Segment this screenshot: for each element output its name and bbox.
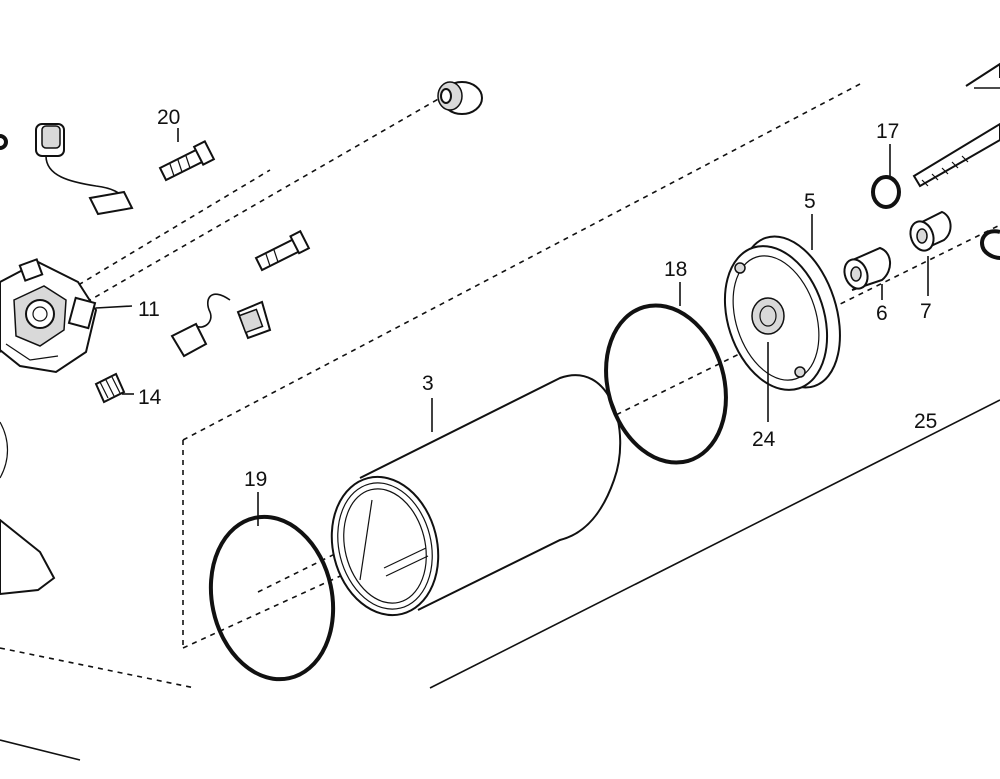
callout-14: 14 bbox=[138, 386, 162, 409]
o-ring-part-19 bbox=[208, 492, 336, 682]
brush-holder-part-11 bbox=[0, 258, 133, 374]
bearing-part bbox=[437, 81, 483, 115]
brush-with-wire-middle bbox=[170, 293, 272, 358]
callout-5: 5 bbox=[804, 190, 816, 213]
callout-11: 11 bbox=[138, 298, 160, 321]
bolt-part-20 bbox=[158, 128, 216, 182]
brush-with-wire bbox=[0, 123, 134, 216]
end-cover-part-5 bbox=[723, 214, 841, 391]
callout-3: 3 bbox=[422, 372, 434, 395]
through-bolt bbox=[912, 62, 1000, 188]
callout-19: 19 bbox=[244, 468, 267, 491]
bolt-part bbox=[254, 229, 311, 272]
partial-left-part bbox=[0, 421, 56, 596]
callout-25: 25 bbox=[914, 410, 937, 433]
motor-housing-part-3 bbox=[330, 374, 622, 617]
callout-24: 24 bbox=[752, 428, 776, 451]
spacer-part-7 bbox=[909, 210, 952, 296]
bushing-part-6 bbox=[843, 246, 891, 300]
spring-part-14 bbox=[94, 372, 134, 404]
callout-6: 6 bbox=[876, 302, 888, 325]
callout-labels: 20 17 5 18 11 14 6 7 3 24 25 19 bbox=[138, 106, 937, 491]
callout-17: 17 bbox=[876, 120, 899, 143]
partial-ring-right bbox=[980, 229, 1000, 260]
callout-20: 20 bbox=[157, 106, 180, 129]
o-ring-part-18 bbox=[604, 282, 728, 465]
callout-7: 7 bbox=[920, 300, 932, 323]
assembly-boundary-lines bbox=[0, 83, 1000, 761]
callout-18: 18 bbox=[664, 258, 687, 281]
washer-part-17 bbox=[871, 144, 901, 209]
